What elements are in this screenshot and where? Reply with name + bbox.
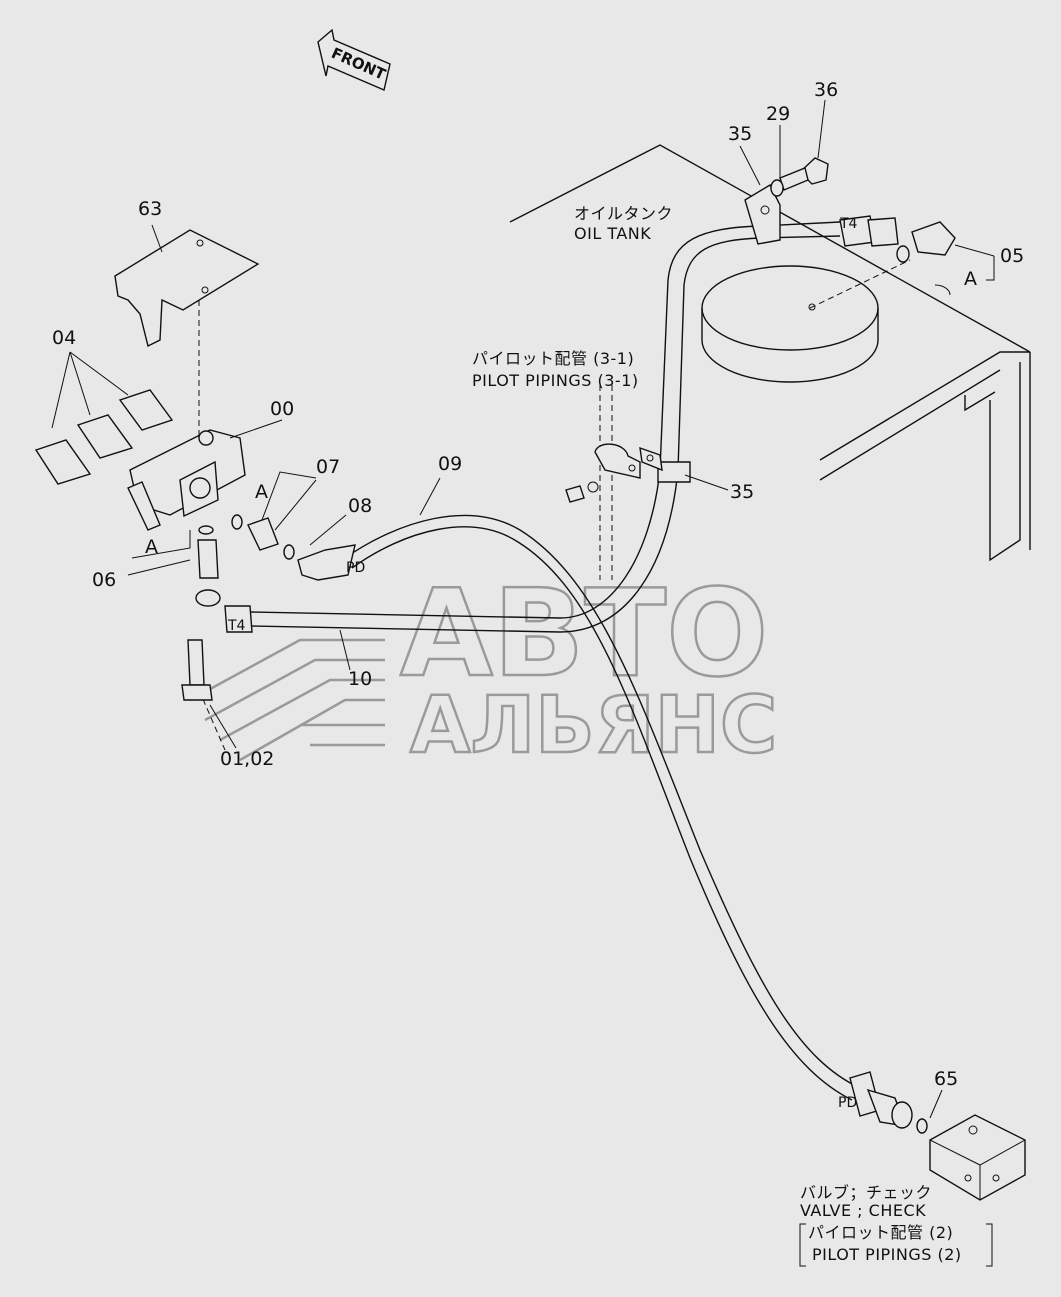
cover-plate-63	[114, 229, 260, 348]
check-valve-jp: バルブ；チェック	[800, 1183, 932, 1202]
port-labels: T4 T4 PD PD A A A	[145, 216, 977, 1111]
port-t4-top: T4	[839, 216, 858, 232]
pilot-top-en: PILOT PIPINGS (3-1)	[472, 371, 639, 390]
front-arrow: FRONT	[317, 28, 391, 91]
label-01-02: 01,02	[220, 748, 274, 770]
bracket-left	[799, 1223, 806, 1267]
port-t4-bottom: T4	[227, 618, 246, 634]
tank-label-en: OIL TANK	[574, 224, 651, 243]
label-07: 07	[316, 456, 340, 478]
clamp-pilot	[565, 443, 641, 503]
check-valve-en: VALVE ; CHECK	[800, 1201, 926, 1220]
tank-t4-fitting	[839, 215, 899, 247]
fitting-06	[197, 525, 219, 579]
clamp-35-lower	[639, 446, 691, 483]
watermark: АВТО АЛЬЯНС	[189, 564, 778, 772]
label-06: 06	[92, 569, 116, 591]
fitting-07	[231, 514, 279, 551]
label-65: 65	[934, 1068, 958, 1090]
elbow-05	[896, 221, 956, 263]
label-00: 00	[270, 398, 294, 420]
label-36: 36	[814, 79, 838, 101]
label-08: 08	[348, 495, 372, 517]
pd-fitting-bottom	[849, 1071, 928, 1134]
port-a-1: A	[255, 481, 268, 503]
solenoid-04-set	[34, 389, 174, 485]
notes: オイルタンク OIL TANK パイロット配管 (3-1) PILOT PIPI…	[472, 204, 993, 1267]
label-10: 10	[348, 668, 372, 690]
bolt-36	[779, 157, 829, 191]
label-35-lower: 35	[730, 481, 754, 503]
solenoid-valve-00	[127, 429, 246, 531]
tank-label-jp: オイルタンク	[574, 204, 673, 223]
label-05: 05	[1000, 245, 1024, 267]
watermark-logo	[189, 638, 385, 762]
label-04: 04	[52, 327, 76, 349]
leader-lines	[51, 99, 995, 1119]
label-09: 09	[438, 453, 462, 475]
port-pd-bottom: PD	[838, 1095, 857, 1111]
washer-29	[770, 179, 784, 197]
watermark-line2: АЛЬЯНС	[410, 681, 777, 771]
label-63: 63	[138, 198, 162, 220]
bracket-right	[986, 1223, 993, 1267]
pipe-routing	[198, 221, 861, 1101]
port-pd-top: PD	[346, 560, 365, 576]
check-valve-sub-jp: パイロット配管 (2)	[808, 1223, 953, 1242]
elbow-pd-08	[283, 544, 356, 581]
check-valve-block	[929, 1114, 1026, 1201]
elbow-t4-lower	[195, 589, 253, 633]
oil-tank	[509, 144, 1031, 562]
check-valve-sub-en: PILOT PIPINGS (2)	[812, 1245, 962, 1264]
port-a-3: A	[964, 268, 977, 290]
label-29: 29	[766, 103, 790, 125]
watermark-line1: АВТО	[400, 565, 768, 704]
port-a-2: A	[145, 536, 158, 558]
part-labels: 63 04 00 07 09 08 06 10 01,02 35 29 36 0…	[52, 79, 1024, 1090]
clamp-35-upper	[744, 184, 781, 245]
pilot-top-jp: パイロット配管 (3-1)	[472, 349, 634, 368]
label-35-upper: 35	[728, 123, 752, 145]
bolt-01-02	[181, 639, 213, 701]
